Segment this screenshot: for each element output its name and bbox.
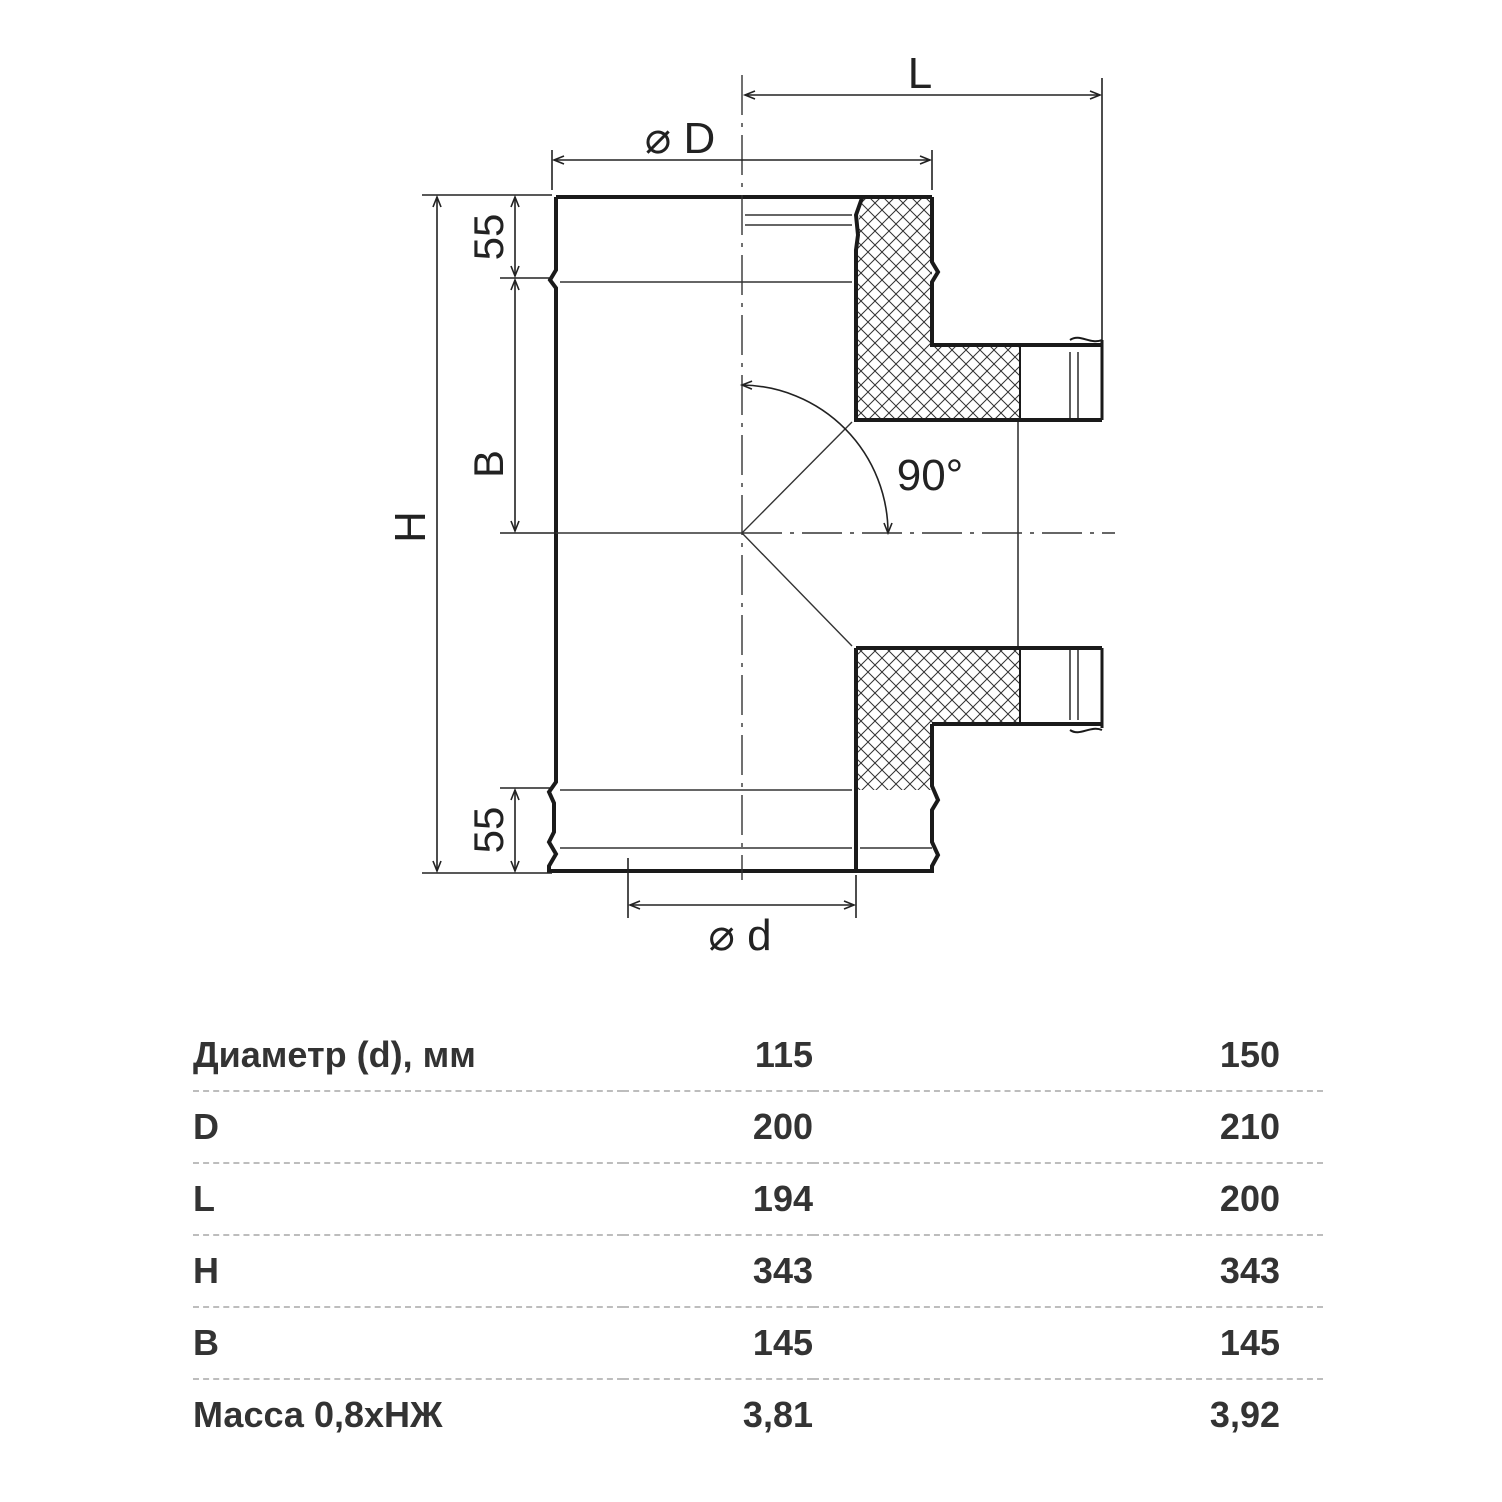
row-value-150: 3,92 (1209, 1394, 1280, 1435)
table-row: D 200 210 (193, 1091, 1323, 1164)
row-label: L (193, 1163, 623, 1236)
row-value-150: 200 (813, 1163, 1323, 1236)
row-label: D (193, 1091, 623, 1164)
row-value-115: 145 (623, 1307, 813, 1380)
label-L: L (908, 49, 932, 98)
main-pipe (546, 195, 1102, 873)
row-value-150: 150 (813, 1020, 1323, 1092)
table-row: Масса 0,8хНЖ 3,81 3,92 (193, 1379, 1323, 1450)
label-angle: 90° (897, 451, 964, 500)
dimension-55-bottom (500, 787, 552, 874)
label-d: ⌀ d (708, 911, 771, 960)
label-55-top: 55 (465, 214, 512, 261)
dimension-55-top (500, 194, 552, 279)
dimension-D (551, 150, 933, 190)
row-label: H (193, 1235, 623, 1308)
tee-pipe-diagram: L ⌀ D H 55 B 55 ⌀ d 90° (386, 49, 1115, 960)
row-label: B (193, 1307, 623, 1380)
dimension-B (500, 277, 556, 534)
row-value-115: 3,81 (742, 1394, 813, 1435)
row-value-115: 343 (623, 1235, 813, 1308)
table-row: Диаметр (d), мм 115 150 (193, 1020, 1323, 1092)
row-value-115: 115 (623, 1020, 813, 1092)
label-55-bottom: 55 (465, 807, 512, 854)
table-row: H 343 343 (193, 1235, 1323, 1308)
insulation-top (856, 198, 1020, 420)
table-row: L 194 200 (193, 1163, 1323, 1236)
label-B: B (465, 450, 512, 478)
branch-pipe-end (1017, 336, 1104, 734)
row-value-150: 210 (813, 1091, 1323, 1164)
row-label: Диаметр (d), мм (193, 1020, 623, 1092)
table-row: B 145 145 (193, 1307, 1323, 1380)
inner-lines (556, 214, 932, 849)
angle-arc (739, 380, 893, 536)
row-value-115: 194 (623, 1163, 813, 1236)
dimension-H (422, 194, 552, 874)
row-value-115: 200 (623, 1091, 813, 1164)
row-label: Масса 0,8хНЖ (193, 1394, 443, 1435)
label-H: H (386, 511, 435, 543)
row-value-150: 343 (813, 1235, 1323, 1308)
row-value-150: 145 (813, 1307, 1323, 1380)
dimension-L (742, 78, 1103, 340)
spec-table: Диаметр (d), мм 115 150 D 200 210 L 194 … (193, 1020, 1323, 1450)
label-D: ⌀ D (645, 114, 716, 163)
dimension-d (627, 858, 857, 918)
insulation-bottom (856, 648, 1020, 790)
